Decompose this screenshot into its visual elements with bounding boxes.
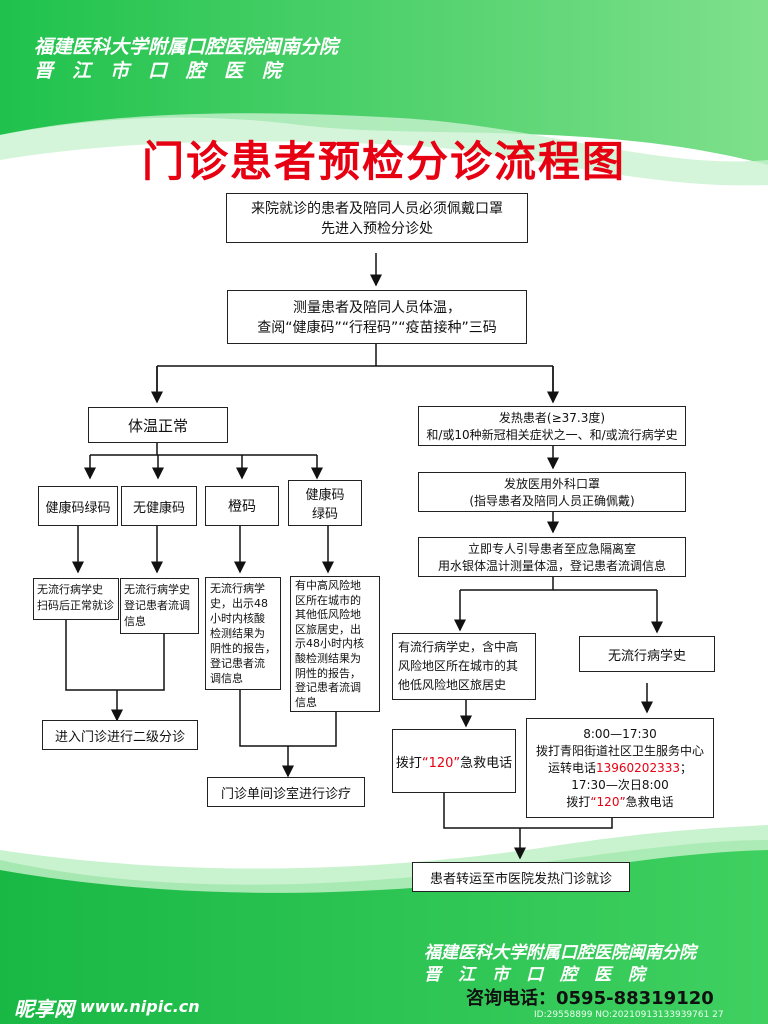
no-history-label: 无流行病学史 [607,648,686,664]
has-epi-history-box: 有流行病学史，含中高 风险地区所在城市的其 他低风险地区旅居史 [392,633,536,700]
schedule-line3-punct: ； [679,760,692,775]
schedule-line2: 拨打青阳街道社区卫生服务中心 [535,743,704,758]
call-120-number: “120” [421,755,461,771]
risk-result-line3: 其他低风险地 [295,608,361,622]
no-code-result-box: 无流行病学史 登记患者流调 信息 [120,578,199,634]
risk-result-line4: 区旅居史，出 [295,622,361,636]
no-code-result-line2: 登记患者流调 [124,599,190,612]
risk-result-line8: 登记患者流调 [295,681,361,695]
green-code-box: 健康码绿码 [38,486,118,526]
green-code-risk-line1: 健康码 [305,488,345,503]
transfer-label: 患者转运至市医院发热门诊就诊 [429,871,612,887]
risk-result-line5: 示48小时内核 [295,637,364,651]
risk-result-line2: 区所在城市的 [295,593,361,607]
entry-step-line1: 来院就诊的患者及陪同人员必须佩戴口罩 [251,201,503,217]
call-120-suffix: 急救电话 [460,755,513,771]
no-code-box: 无健康码 [121,486,197,526]
orange-result-line7: 调信息 [210,672,243,685]
page-title: 门诊患者预检分诊流程图 [141,137,626,186]
normal-temp-label: 体温正常 [127,416,188,435]
referral-schedule-box: 8:00—17:30 拨打青阳街道社区卫生服务中心 运转电话1396020233… [526,718,714,818]
has-history-line1: 有流行病学史，含中高 [398,640,519,654]
hospital-name-line2: 晋 江 市 口 腔 医 院 [34,60,282,82]
green-result-line2: 扫码后正常就诊 [37,599,114,612]
schedule-phone: 13960202333 [596,760,680,775]
footer-hospital-line2: 晋 江 市 口 腔 医 院 [424,965,645,985]
green-code-result-box: 无流行病学史 扫码后正常就诊 [33,578,119,620]
watermark-site: www.nipic.cn [80,997,200,1016]
orange-result-line5: 阴性的报告， [210,642,276,655]
temperature-check-box: 测量患者及陪同人员体温， 查阅“健康码”“行程码”“疫苗接种”三码 [227,290,527,344]
mask-line1: 发放医用外科口罩 [503,477,600,491]
isolation-room-box: 立即专人引导患者至应急隔离室 用水银体温计测量体温，登记患者流调信息 [418,537,686,577]
consult-phone: 咨询电话：0595-88319120 [466,988,714,1009]
second-triage-label: 进入门诊进行二级分诊 [54,729,185,745]
risk-result-line6: 酸检测结果为 [295,651,361,665]
has-history-line3: 他低风险地区旅居史 [398,678,507,692]
temperature-check-line2: 查阅“健康码”“行程码”“疫苗接种”三码 [257,320,497,336]
orange-code-box: 橙码 [205,486,279,526]
no-code-result-line1: 无流行病学史 [124,583,190,596]
green-code-risk-box: 健康码 绿码 [288,480,362,526]
call-120-prefix: 拨打 [395,755,422,771]
orange-result-line4: 检测结果为 [210,627,265,640]
fever-line1: 发热患者(≥37.3度) [498,411,606,425]
normal-temp-box: 体温正常 [88,407,228,443]
no-code-result-line3: 信息 [124,615,146,628]
schedule-line3-label: 运转电话 [547,760,596,775]
orange-result-line2: 史，出示48 [210,597,268,610]
temperature-check-line1: 测量患者及陪同人员体温， [293,300,461,316]
schedule-time2: 17:30—次日8:00 [571,777,669,792]
schedule-line5-prefix: 拨打 [566,794,591,809]
schedule-time1: 8:00—17:30 [583,726,657,741]
second-triage-box: 进入门诊进行二级分诊 [42,720,198,750]
call-120-text: 拨打“120”急救电话 [396,752,512,771]
green-code-risk-result-box: 有中高风险地 区所在城市的 其他低风险地 区旅居史，出 示48小时内核 酸检测结… [290,576,380,712]
isolation-line2: 用水银体温计测量体温，登记患者流调信息 [437,559,666,573]
orange-result-line6: 登记患者流 [210,657,265,670]
footer-hospital-line1: 福建医科大学附属口腔医院闽南分院 [424,943,696,963]
entry-step-box: 来院就诊的患者及陪同人员必须佩戴口罩 先进入预检分诊处 [226,193,528,243]
orange-result-line3: 小时内核酸 [210,612,265,625]
green-result-line1: 无流行病学史 [37,583,103,596]
orange-result-line1: 无流行病学 [210,582,265,595]
risk-result-line1: 有中高风险地 [295,579,361,592]
risk-result-line7: 阴性的报告， [295,666,361,680]
green-code-risk-line2: 绿码 [311,507,338,522]
watermark-brand: 昵享网 [14,997,74,1021]
schedule-line5-suffix: 急救电话 [625,794,674,809]
green-code-label: 健康码绿码 [45,500,111,516]
mask-distribution-box: 发放医用外科口罩 (指导患者及陪同人员正确佩戴) [418,472,686,512]
schedule-line3: 运转电话13960202333； [548,760,692,777]
single-room-box: 门诊单间诊室进行诊疗 [207,777,365,807]
schedule-120: “120” [590,794,626,809]
no-code-label: 无健康码 [132,500,185,516]
risk-result-line9: 信息 [295,695,317,709]
transfer-box: 患者转运至市医院发热门诊就诊 [412,862,630,892]
fever-patient-box: 发热患者(≥37.3度) 和/或10种新冠相关症状之一、和/或流行病学史 [418,406,686,446]
mask-line2: (指导患者及陪同人员正确佩戴) [469,494,635,508]
isolation-line1: 立即专人引导患者至应急隔离室 [467,542,636,556]
call-120-box: 拨打“120”急救电话 [392,729,516,793]
has-history-line2: 风险地区所在城市的其 [398,659,519,673]
hospital-name-line1: 福建医科大学附属口腔医院闽南分院 [34,36,339,58]
entry-step-line2: 先进入预检分诊处 [321,221,433,237]
no-epi-history-box: 无流行病学史 [579,636,715,672]
schedule-line5: 拨打“120”急救电话 [566,794,673,811]
watermark-id: ID:29558899 NO:20210913133939761 27 [534,1010,724,1020]
single-room-label: 门诊单间诊室进行诊疗 [220,786,351,802]
orange-code-result-box: 无流行病学 史，出示48 小时内核酸 检测结果为 阴性的报告， 登记患者流 调信… [205,577,281,690]
orange-code-label: 橙码 [228,499,256,515]
fever-line2: 和/或10种新冠相关症状之一、和/或流行病学史 [426,428,678,442]
